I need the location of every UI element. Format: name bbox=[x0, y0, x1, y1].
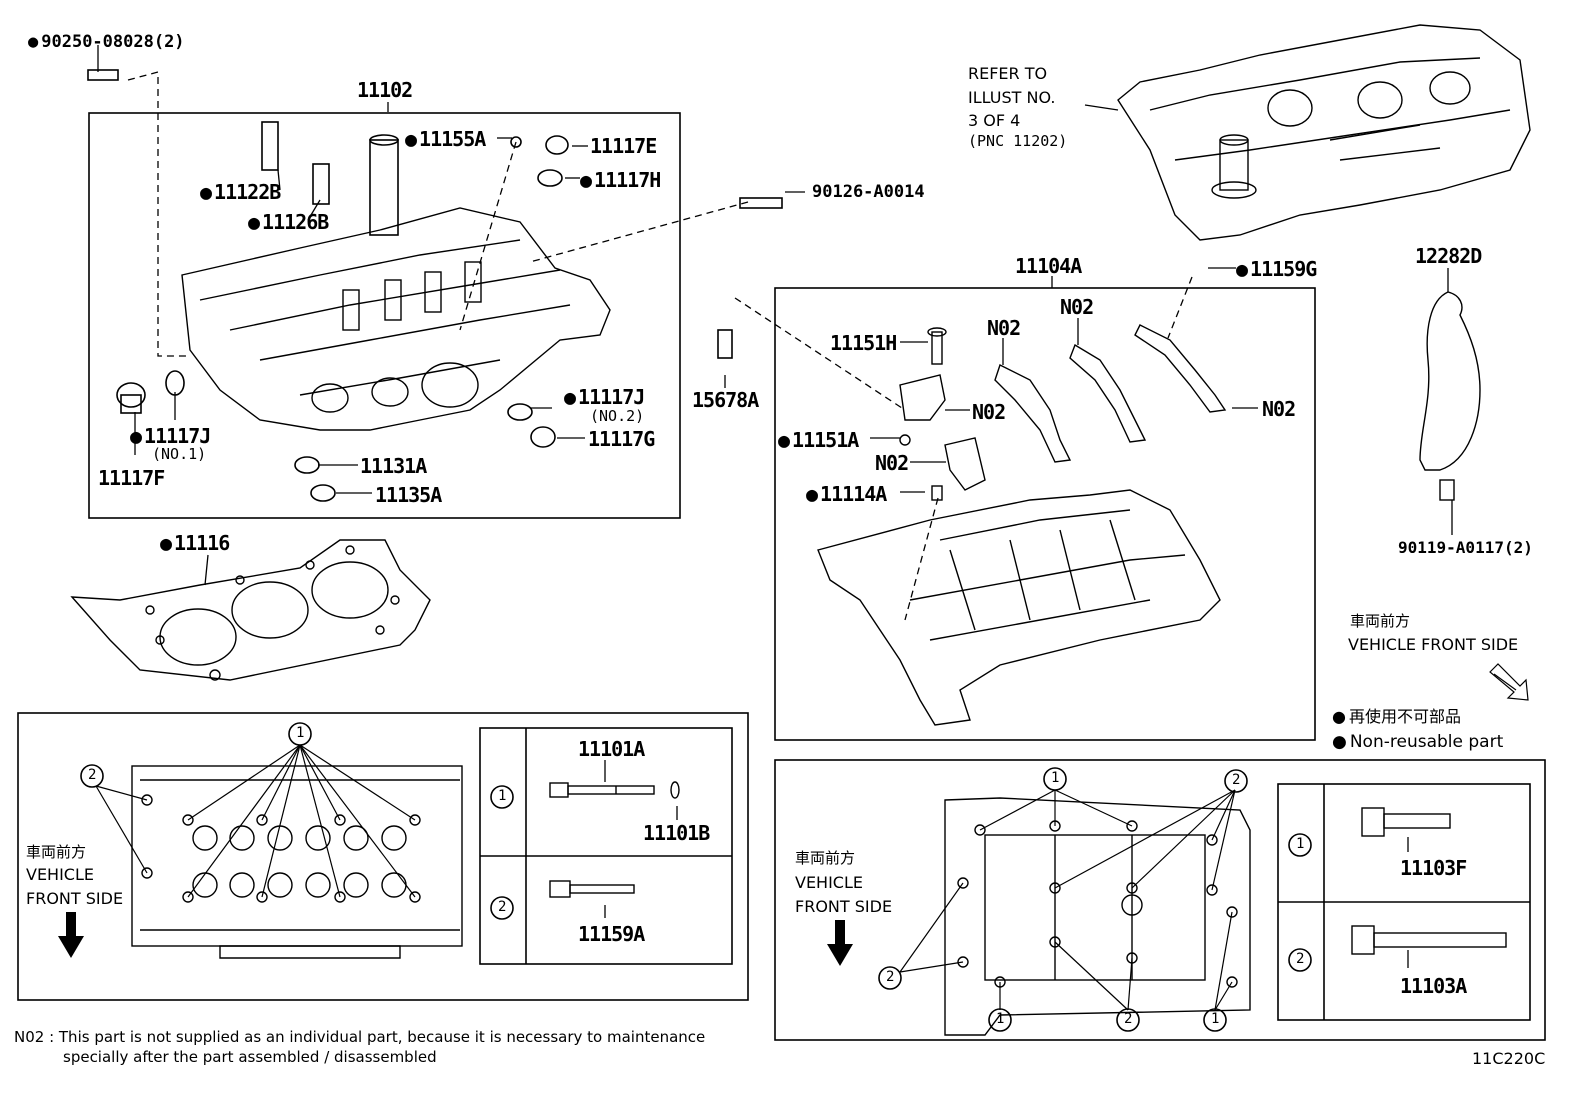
callout-1: 1 bbox=[498, 788, 507, 804]
head-top-view bbox=[131, 765, 463, 959]
part-label-no2: (NO.2) bbox=[590, 407, 645, 425]
n02-label: N02 bbox=[972, 400, 1006, 424]
vehicle-front-jp: 車両前方 bbox=[795, 849, 856, 867]
part-label-11117E[interactable]: 11117E bbox=[590, 134, 657, 158]
part-label-11103F[interactable]: 11103F bbox=[1400, 856, 1467, 880]
callout-1: 1 bbox=[1051, 770, 1060, 786]
part-label-11117H[interactable]: 11117H bbox=[580, 170, 661, 190]
part-label-11104A[interactable]: 11104A bbox=[1015, 254, 1082, 278]
callout-2: 2 bbox=[1124, 1011, 1133, 1027]
vehicle-front-en: VEHICLE FRONT SIDE bbox=[1348, 635, 1519, 654]
footnote-line2: specially after the part assembled / dis… bbox=[63, 1048, 437, 1066]
vehicle-front-line2: FRONT SIDE bbox=[795, 897, 893, 916]
cylinder-head bbox=[181, 207, 611, 431]
callout-2: 2 bbox=[498, 899, 507, 915]
part-label-11151A[interactable]: 11151A bbox=[778, 430, 859, 450]
part-label-11117G[interactable]: 11117G bbox=[588, 427, 655, 451]
bolt-11159A bbox=[549, 880, 635, 898]
part-label-11114A[interactable]: 11114A bbox=[806, 484, 887, 504]
vehicle-front-jp: 車両前方 bbox=[1350, 612, 1411, 630]
n02-label: N02 bbox=[1262, 397, 1296, 421]
callout-1: 1 bbox=[296, 725, 305, 741]
callout-2: 2 bbox=[1232, 772, 1241, 788]
part-label-15678A[interactable]: 15678A bbox=[692, 388, 759, 412]
cap-bolt-sequence-box bbox=[774, 759, 1546, 1041]
head-bolt-table bbox=[479, 727, 733, 965]
part-label-11159A[interactable]: 11159A bbox=[578, 922, 645, 946]
bolt-11103A bbox=[1351, 925, 1507, 955]
vehicle-front-line1: VEHICLE bbox=[795, 873, 863, 892]
legend-non-reusable-jp: 再使用不可部品 bbox=[1332, 706, 1461, 727]
part-label-90250[interactable]: 90250-08028(2) bbox=[28, 34, 184, 51]
callout-2: 2 bbox=[88, 767, 97, 783]
part-label-11117J-no1[interactable]: 11117J bbox=[130, 426, 211, 446]
part-label-11135A[interactable]: 11135A bbox=[375, 483, 442, 507]
n02-label: N02 bbox=[875, 451, 909, 475]
cylinder-head-group-box bbox=[88, 112, 681, 519]
vehicle-front-jp: 車両前方 bbox=[26, 843, 87, 861]
part-label-90119[interactable]: 90119-A0117(2) bbox=[1398, 538, 1533, 557]
callout-1: 1 bbox=[1211, 1011, 1220, 1027]
bolt-11101A bbox=[549, 781, 680, 799]
part-label-11103A[interactable]: 11103A bbox=[1400, 974, 1467, 998]
part-label-90126[interactable]: 90126-A0014 bbox=[812, 182, 925, 202]
callout-2: 2 bbox=[886, 969, 895, 985]
part-label-11131A[interactable]: 11131A bbox=[360, 454, 427, 478]
legend-non-reusable-en: Non-reusable part bbox=[1332, 732, 1503, 753]
down-arrow-icon bbox=[827, 920, 853, 966]
vehicle-front-line2: FRONT SIDE bbox=[26, 889, 124, 908]
refer-note-line4: (PNC 11202) bbox=[968, 132, 1068, 150]
head-bolt-sequence-box bbox=[17, 712, 749, 1001]
part-label-11117F[interactable]: 11117F bbox=[98, 466, 165, 490]
bolt-11103F bbox=[1361, 807, 1451, 837]
valve-cover bbox=[1117, 24, 1531, 241]
bearing-caps bbox=[899, 324, 1227, 501]
n02-label: N02 bbox=[1060, 295, 1094, 319]
refer-note-line3: 3 OF 4 bbox=[968, 111, 1021, 130]
part-label-11102[interactable]: 11102 bbox=[357, 78, 413, 102]
callout-2: 2 bbox=[1296, 951, 1305, 967]
part-label-11101B[interactable]: 11101B bbox=[643, 821, 710, 845]
part-label-no1: (NO.1) bbox=[152, 445, 207, 463]
part-label-11101A[interactable]: 11101A bbox=[578, 737, 645, 761]
callout-1: 1 bbox=[996, 1011, 1005, 1027]
figure-id: 11C220C bbox=[1472, 1049, 1546, 1068]
part-label-11159G[interactable]: 11159G bbox=[1236, 259, 1317, 279]
crankcase-bottom-view bbox=[944, 797, 1251, 1036]
engine-hanger-bracket bbox=[1419, 291, 1481, 501]
part-label-12282D[interactable]: 12282D bbox=[1415, 244, 1482, 268]
head-gasket bbox=[70, 539, 431, 681]
footnote-line1: N02 : This part is not supplied as an in… bbox=[14, 1028, 706, 1046]
n02-label: N02 bbox=[987, 316, 1021, 340]
part-label-11116[interactable]: 11116 bbox=[160, 533, 230, 553]
refer-note-line1: REFER TO bbox=[968, 64, 1048, 83]
part-label-11155A[interactable]: 11155A bbox=[405, 129, 486, 149]
down-arrow-icon bbox=[58, 912, 84, 958]
part-label-11126B[interactable]: 11126B bbox=[248, 212, 329, 232]
bearing-cap-group-box bbox=[774, 287, 1316, 741]
diagonal-arrow-icon bbox=[1489, 663, 1529, 701]
refer-note-line2: ILLUST NO. bbox=[968, 88, 1056, 107]
crankcase-ladder bbox=[817, 489, 1221, 726]
part-label-11117J-no2[interactable]: 11117J bbox=[564, 387, 645, 407]
part-label-11151H[interactable]: 11151H bbox=[830, 331, 897, 355]
vehicle-front-line1: VEHICLE bbox=[26, 865, 94, 884]
callout-1: 1 bbox=[1296, 836, 1305, 852]
part-label-11122B[interactable]: 11122B bbox=[200, 182, 281, 202]
